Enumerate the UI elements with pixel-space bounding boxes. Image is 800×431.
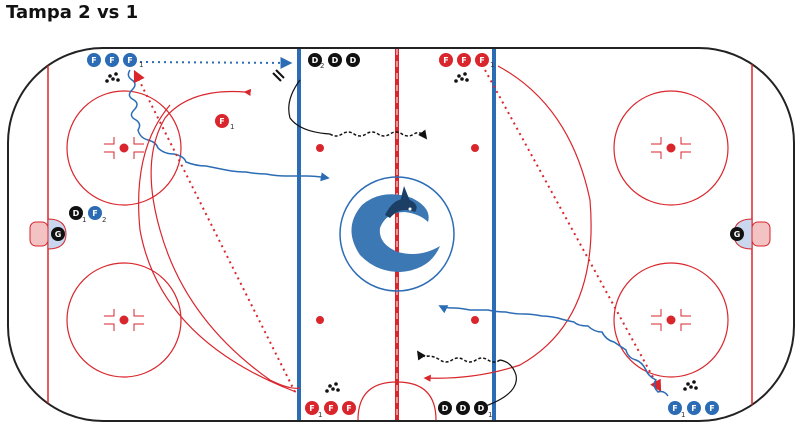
net-left	[29, 221, 49, 247]
player-forward-blue	[705, 401, 719, 415]
puck-pile-icon	[105, 72, 120, 83]
skate-path-black-bottom-wavy	[417, 350, 501, 363]
drill-title: Tampa 2 vs 1	[6, 2, 139, 23]
svg-text:D: D	[332, 56, 339, 65]
stick-icon	[272, 69, 285, 82]
svg-text:F: F	[461, 56, 466, 65]
svg-text:2: 2	[102, 216, 106, 224]
svg-text:1: 1	[488, 411, 492, 419]
player-forward-red	[439, 53, 453, 67]
neutral-dot	[316, 144, 324, 152]
svg-text:D: D	[460, 404, 467, 413]
player-defense-black	[346, 53, 360, 67]
svg-text:2: 2	[320, 62, 324, 70]
faceoff-dot	[666, 315, 676, 325]
puck-pile-icon	[683, 380, 698, 391]
player-forward-red-1: F 1	[215, 114, 234, 131]
puck-pile-icon	[454, 72, 469, 83]
svg-text:F: F	[709, 404, 714, 413]
svg-text:F: F	[691, 404, 696, 413]
player-group-forwards-red-top-right: F F F 1	[439, 53, 494, 69]
player-forward-red	[342, 401, 356, 415]
player-forward-red	[305, 401, 319, 415]
pass-path-red-right	[484, 69, 662, 393]
svg-text:F: F	[127, 56, 132, 65]
player-forward-blue	[87, 53, 101, 67]
net-right	[751, 221, 771, 247]
svg-text:D: D	[442, 404, 449, 413]
faceoff-circle-left-bottom	[66, 262, 182, 378]
skate-path-black	[288, 79, 331, 135]
player-defense-black	[308, 53, 322, 67]
svg-text:F: F	[92, 209, 97, 218]
player-forward-red	[324, 401, 338, 415]
player-forward-red	[457, 53, 471, 67]
faceoff-circle-right-top	[613, 90, 729, 206]
svg-text:F: F	[309, 404, 314, 413]
center-circle	[339, 176, 455, 292]
svg-text:D: D	[478, 404, 485, 413]
svg-text:1: 1	[139, 61, 143, 69]
svg-text:F: F	[91, 56, 96, 65]
svg-text:F: F	[109, 56, 114, 65]
rink-boards	[7, 47, 795, 422]
skate-path-red	[150, 88, 301, 389]
svg-text:1: 1	[490, 61, 494, 69]
faceoff-dot	[119, 143, 129, 153]
svg-text:D: D	[73, 209, 80, 218]
svg-text:F: F	[443, 56, 448, 65]
svg-text:1: 1	[230, 123, 234, 131]
svg-text:1: 1	[82, 216, 86, 224]
svg-text:F: F	[219, 117, 224, 126]
faceoff-dot	[666, 143, 676, 153]
svg-text:D: D	[312, 56, 319, 65]
svg-text:1: 1	[681, 411, 685, 419]
player-forward-blue	[88, 206, 102, 220]
skate-path-red-2	[138, 104, 297, 393]
player-group-defense-black-bottom: D D D 1	[438, 401, 492, 419]
player-defense-black	[474, 401, 488, 415]
skate-path-blue	[127, 69, 330, 182]
player-group-defense-black-top: D 2 D D	[308, 53, 360, 70]
player-defense-black	[69, 206, 83, 220]
neutral-dot	[471, 316, 479, 324]
skate-path-red-right	[423, 65, 592, 382]
player-group-forwards-blue-bottom-right: F 1 F F	[668, 401, 719, 419]
goalie-right: G	[730, 227, 744, 241]
player-defense-black	[438, 401, 452, 415]
goalie-left: G	[51, 227, 65, 241]
skate-path-black-wavy	[329, 129, 428, 140]
player-defense-black	[456, 401, 470, 415]
player-group-forwards-red-bottom: F 1 F F	[305, 401, 356, 419]
player-defense-black	[328, 53, 342, 67]
player-pair-left: D 1 F 2	[69, 206, 106, 224]
neutral-dot	[316, 316, 324, 324]
player-forward-blue	[105, 53, 119, 67]
player-group-forwards-blue-top-left: F F F 1	[87, 53, 143, 69]
svg-text:1: 1	[318, 411, 322, 419]
player-forward-blue	[687, 401, 701, 415]
svg-text:G: G	[55, 230, 62, 239]
player-forward-blue	[123, 53, 137, 67]
svg-text:G: G	[734, 230, 741, 239]
faceoff-circle-right-bottom	[613, 262, 729, 378]
svg-text:F: F	[328, 404, 333, 413]
player-forward-red	[475, 53, 489, 67]
svg-text:F: F	[346, 404, 351, 413]
player-forward-blue	[668, 401, 682, 415]
skate-path-blue-right	[438, 305, 669, 397]
svg-text:D: D	[350, 56, 357, 65]
svg-text:F: F	[672, 404, 677, 413]
pass-path	[139, 56, 293, 69]
neutral-dot	[471, 144, 479, 152]
orca-logo-icon	[351, 186, 440, 272]
svg-text:F: F	[479, 56, 484, 65]
puck-pile-icon	[325, 382, 340, 393]
skate-path-black-bottom	[479, 359, 517, 409]
faceoff-dot	[119, 315, 129, 325]
faceoff-circle-left-top	[66, 90, 182, 206]
referee-crease	[357, 381, 437, 421]
